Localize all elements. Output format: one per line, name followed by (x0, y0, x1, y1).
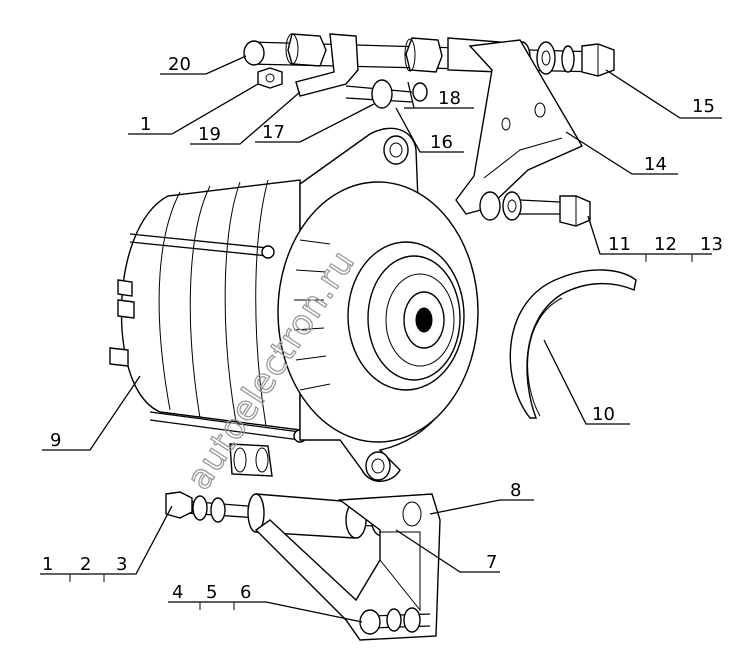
callout-7: 7 (486, 552, 497, 573)
callout-9: 9 (50, 430, 61, 451)
callout-labels: 20 1 19 17 18 16 15 14 11 12 13 10 9 8 7… (42, 54, 723, 603)
callout-1-top: 1 (140, 114, 151, 135)
alternator-body (109, 127, 479, 482)
bottom-mounting-assembly (165, 443, 441, 641)
adjusting-bolt-assembly (479, 191, 591, 227)
callout-leaders (40, 55, 722, 623)
callout-4: 4 (172, 582, 183, 603)
callout-8: 8 (510, 480, 521, 501)
callout-10: 10 (592, 404, 615, 425)
callout-3: 3 (116, 554, 127, 575)
callout-16: 16 (430, 132, 453, 153)
top-mounting-rod-assembly (243, 33, 615, 215)
callout-15: 15 (692, 96, 715, 117)
belt-guard-arc (509, 269, 637, 419)
callout-6: 6 (240, 582, 251, 603)
callout-20: 20 (168, 54, 191, 75)
callout-12: 12 (654, 234, 677, 255)
callout-13: 13 (700, 234, 723, 255)
callout-11: 11 (608, 234, 631, 255)
callout-14: 14 (644, 154, 667, 175)
callout-5: 5 (206, 582, 217, 603)
callout-18: 18 (438, 88, 461, 109)
callout-1-bottom: 1 (42, 554, 53, 575)
callout-17: 17 (262, 122, 285, 143)
callout-2: 2 (80, 554, 91, 575)
callout-19: 19 (198, 124, 221, 145)
